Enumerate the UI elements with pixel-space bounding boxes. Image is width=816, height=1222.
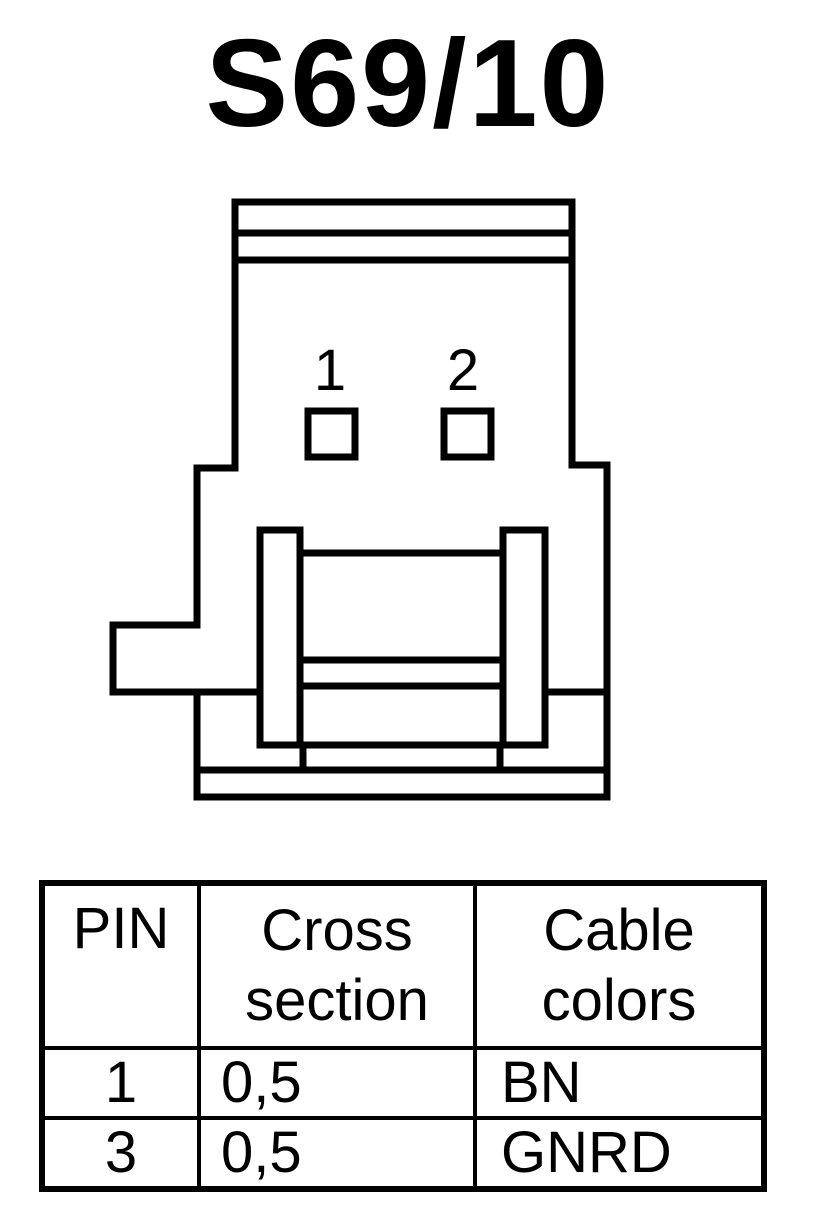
row-2-cross-section: 0,5 bbox=[197, 1116, 477, 1191]
table-row: 3 0,5 GNRD bbox=[40, 1116, 766, 1191]
row-1-pin: 1 bbox=[40, 1046, 201, 1120]
header-pin: PIN bbox=[40, 881, 201, 1050]
table-row: 1 0,5 BN bbox=[40, 1046, 766, 1120]
header-cable-colors: Cable colors bbox=[473, 881, 766, 1050]
diagram-title: S69/10 bbox=[205, 15, 611, 153]
pin-label-2: 2 bbox=[447, 338, 479, 403]
row-1-cross-section: 0,5 bbox=[197, 1046, 477, 1120]
row-1-color: BN bbox=[473, 1046, 766, 1120]
latch-post-right bbox=[499, 526, 549, 749]
pin-2-contact bbox=[440, 407, 495, 461]
row-2-pin: 3 bbox=[40, 1116, 201, 1191]
header-cross-section: Cross section bbox=[197, 881, 477, 1050]
pin-assignment-table: PIN Cross section Cable colors 1 0,5 BN … bbox=[39, 880, 767, 1192]
pin-1-contact bbox=[304, 407, 359, 461]
table-header-row: PIN Cross section Cable colors bbox=[40, 881, 766, 1050]
latch-post-left bbox=[256, 526, 304, 749]
row-2-color: GNRD bbox=[473, 1116, 766, 1191]
pin-label-1: 1 bbox=[314, 338, 346, 403]
connector-drawing: 1 2 bbox=[109, 198, 611, 801]
connector-outline bbox=[109, 198, 611, 801]
